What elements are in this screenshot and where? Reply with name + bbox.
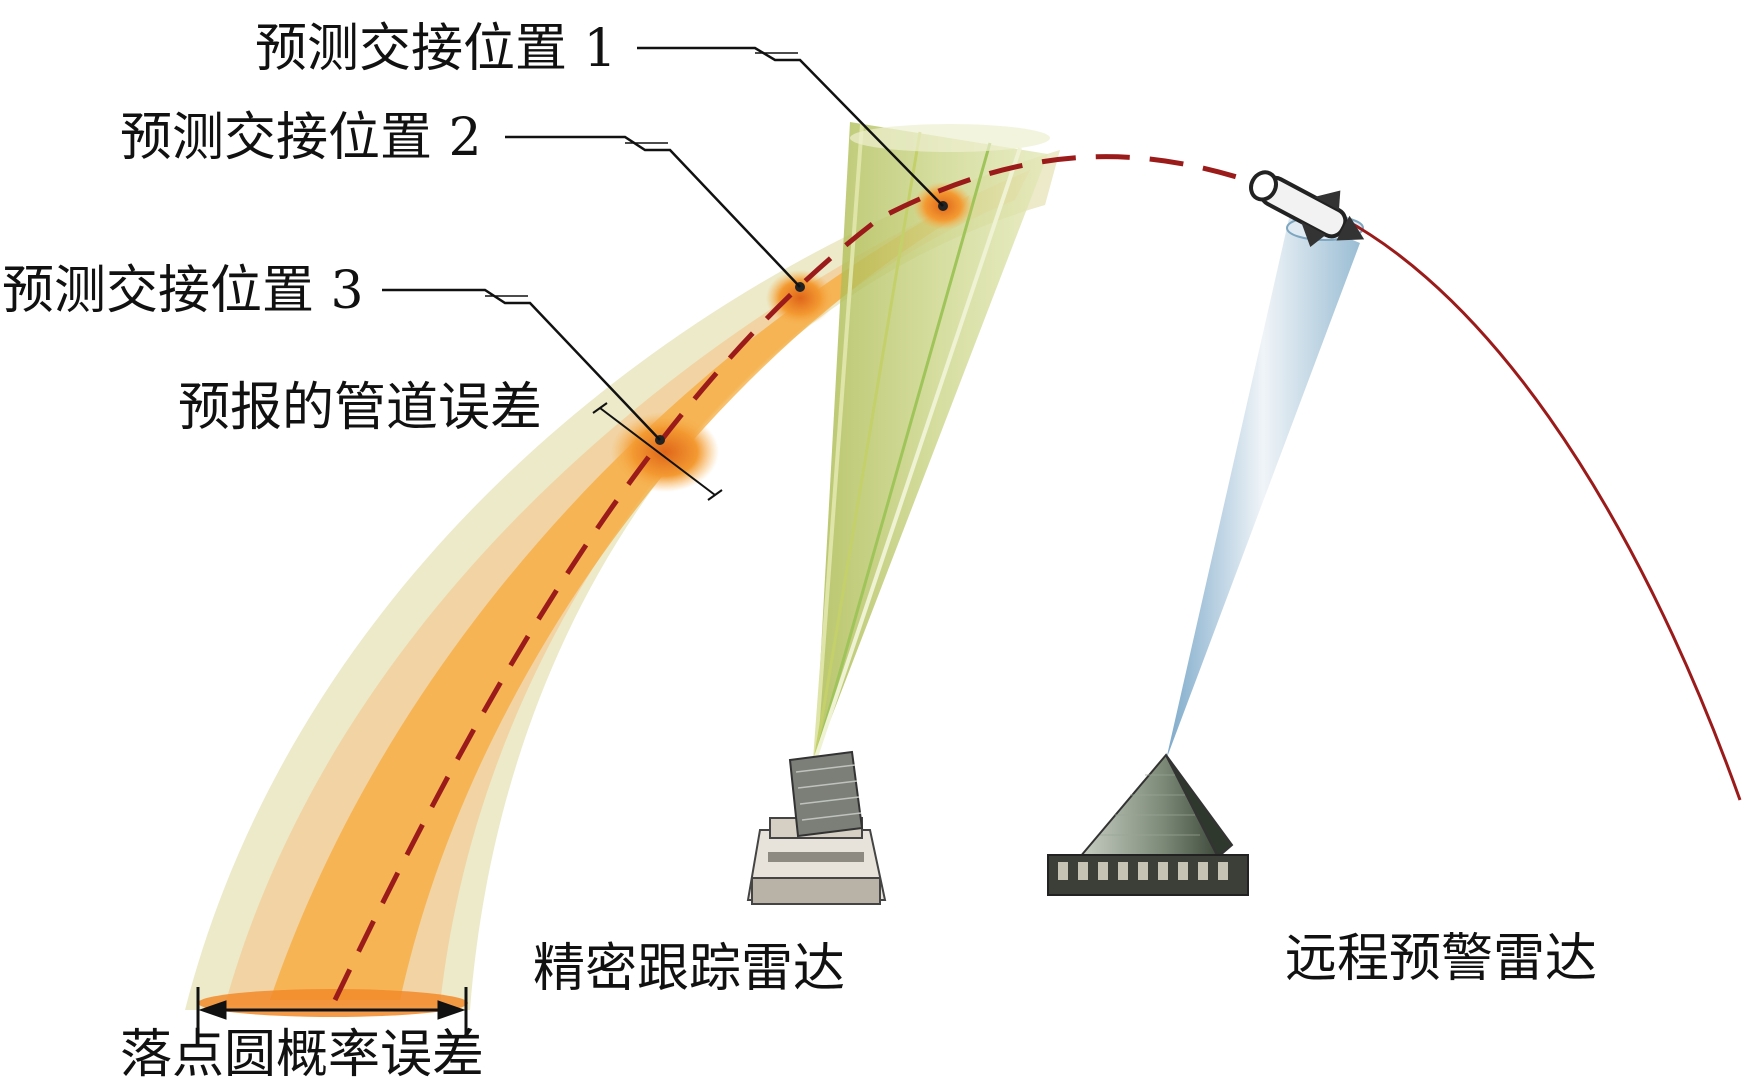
leader-handover-2	[505, 135, 801, 288]
leader-handover-3	[382, 288, 661, 441]
label-handover-3: 预测交接位置 3	[2, 261, 364, 321]
label-handover-2: 预测交接位置 2	[120, 108, 482, 168]
early-warning-radar-beam	[1166, 214, 1360, 760]
handover-blob-2	[766, 270, 834, 326]
leader-handover-1	[637, 46, 944, 207]
missile-icon	[1249, 170, 1365, 248]
leader-lines	[382, 46, 944, 501]
handover-blob-3	[611, 412, 719, 492]
error-tube-core	[270, 195, 970, 1000]
label-tube-error: 预报的管道误差	[178, 378, 542, 438]
phased-array-radar-icon	[1047, 753, 1249, 896]
precision-radar-beam	[813, 122, 1050, 761]
label-impact-cep: 落点圆概率误差	[120, 1025, 484, 1085]
label-precision-radar: 精密跟踪雷达	[533, 939, 845, 999]
label-handover-1: 预测交接位置 1	[255, 19, 617, 79]
impact-error-ellipse	[198, 989, 468, 1017]
ballistic-trajectory	[332, 154, 1742, 1002]
trajectory-actual-solid	[1289, 193, 1742, 801]
impact-cep-dimension	[196, 987, 468, 1035]
tube-error-dimension	[599, 407, 716, 496]
tracking-radar-icon	[746, 750, 887, 905]
label-early-warning-radar: 远程预警雷达	[1285, 929, 1597, 989]
